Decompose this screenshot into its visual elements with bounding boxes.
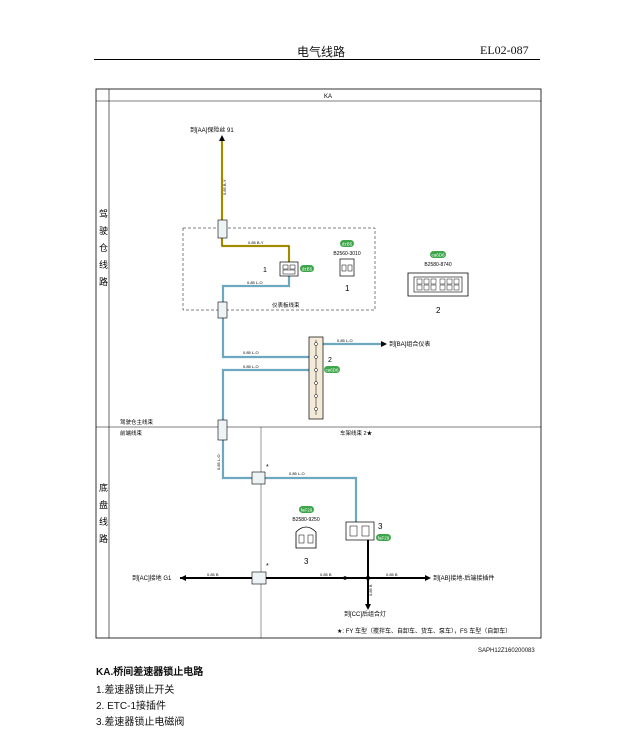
c3-number: 3 <box>304 557 309 566</box>
cab-main-harness-label: 驾驶仓主线束 <box>120 418 154 426</box>
c1-number: 1 <box>345 284 350 293</box>
zone-cab-char-1: 驾 <box>99 209 108 219</box>
c3-badge-bg <box>299 506 314 513</box>
zone-chassis-char-1: 底 <box>99 482 108 493</box>
caption-item-3: 3.差速器锁止电磁阀 <box>96 717 185 728</box>
frame-star-mark: * <box>266 464 269 471</box>
zone-cab-char-3: 仓 <box>99 242 108 253</box>
zone-label-chassis: 底 盘 线 路 <box>99 482 111 544</box>
etc1-badge: ca6D6 <box>325 368 339 373</box>
ground-star-mark: * <box>266 563 269 570</box>
figure-code: SAPH12Z160200083 <box>478 648 535 654</box>
caption-title: KA.桥间差速器锁止电路 <box>96 667 204 678</box>
diff-lock-switch <box>279 261 299 277</box>
c2-connector-face-icon <box>407 272 469 297</box>
wire-labels: 0.85 B-Y 0.85 B-Y 0.85 L-O 0.85 L-O 0.85… <box>207 179 398 596</box>
rear-ground-arrow-icon <box>425 575 431 581</box>
switch-badge-bg <box>300 265 314 272</box>
yellow-wire-outline <box>221 141 290 262</box>
zone-label-cab: 驾 驶 仓 线 路 <box>99 209 111 287</box>
rear-lamp-arrow-icon <box>365 604 371 610</box>
ref-rear-lamp: 到[CC]后组合灯 <box>344 610 386 618</box>
c2-number: 2 <box>436 306 441 315</box>
vehicle-note: ★: FY 车型（搅拌车、自卸车、货车、泵车），FS 车型（自卸车） <box>337 627 511 635</box>
g1-arrow-icon <box>180 575 186 581</box>
c3-connector-face-icon <box>295 526 317 549</box>
wire-label-gnd-d: 0.85 B <box>368 584 373 596</box>
wire-label-gnd-a: 0.85 B <box>207 572 219 577</box>
zone-chassis-char-3: 线 <box>99 516 108 527</box>
zone-cab-char-2: 驶 <box>99 225 108 236</box>
solenoid-badge: faF29 <box>378 536 390 541</box>
c1-badge: dzB5 <box>342 242 353 247</box>
page-code: EL02-087 <box>480 43 529 57</box>
inline-connector-dash <box>217 301 228 319</box>
c2-badge: ca6D6 <box>431 253 445 258</box>
wire-label-gnd-c: 0.85 B <box>386 572 398 577</box>
valve-feed-wire <box>265 476 358 522</box>
zone-chassis-char-4: 路 <box>99 533 108 544</box>
c1-connector-face-icon <box>339 258 355 277</box>
switch-badge: dzB5 <box>302 267 313 272</box>
ref-cluster: 到[BA]组合仪表 <box>389 340 430 348</box>
caption-item-2: 2. ETC-1接插件 <box>96 701 167 712</box>
caption-item-1: 1.差速器锁止开关 <box>96 685 175 696</box>
wire-label-cluster: 0.85 L-O <box>337 338 353 343</box>
frame-harness-label: 车架线束 2★ <box>340 429 373 437</box>
solenoid-number: 3 <box>378 522 383 531</box>
inline-connector-front <box>217 419 228 441</box>
wire-label-fuse: 0.85 B-Y <box>222 179 227 195</box>
wire-label-etc-out: 0.85 L-O <box>243 364 259 369</box>
wire-label-valve: 0.85 L-O <box>289 471 305 476</box>
dashboard-harness-label: 仪表板线束 <box>272 301 300 309</box>
c1-part: B2560-3010 <box>333 251 360 257</box>
solenoid-badge-bg <box>376 534 391 541</box>
zone-cab-char-4: 线 <box>99 259 108 270</box>
c3-badge: faF29 <box>301 508 313 513</box>
wire-label-switch-in: 0.85 B-Y <box>248 240 264 245</box>
zone-chassis-char-2: 盘 <box>99 499 108 510</box>
dashboard-harness-box <box>182 227 376 311</box>
diff-lock-solenoid <box>345 521 375 541</box>
wire-label-etc-in: 0.85 L-O <box>243 350 259 355</box>
header-title: 电气线路 <box>297 45 346 59</box>
etc1-number: 2 <box>328 357 332 364</box>
etc-out-wire <box>221 368 309 420</box>
c1-badge-bg <box>340 240 354 247</box>
c3-part: B2580-9250 <box>292 517 319 523</box>
ground-splice <box>366 576 370 580</box>
diagram-frame <box>95 88 542 639</box>
etc1-connector <box>308 336 324 420</box>
wire-label-switch-out: 0.85 L-O <box>247 280 263 285</box>
header-rule <box>94 59 540 60</box>
fuse-arrow-icon <box>219 135 225 141</box>
ref-ground-g1: 到[AC]接地 G1 <box>132 574 172 582</box>
ref-rear-ground: 到[AB]接地-后端接插件 <box>433 574 494 582</box>
panel-title: KA <box>324 94 332 100</box>
ref-fuse: 到[AA]保险丝 91 <box>190 126 234 134</box>
inline-connector-ground <box>251 571 267 585</box>
inline-connector-fuse <box>217 219 228 239</box>
switch-out-wire <box>221 276 291 302</box>
c2-badge-bg <box>430 251 446 258</box>
inline-connector-frame <box>251 471 266 485</box>
etc1-badge-bg <box>324 366 340 373</box>
zone-cab-char-5: 路 <box>99 276 108 287</box>
ground-splice-2 <box>343 576 347 580</box>
wire-label-gnd-b: 0.85 B <box>320 572 332 577</box>
frame-feed-wire <box>221 440 252 480</box>
front-end-harness-label: 前端线束 <box>120 429 143 437</box>
etc-in-wire <box>221 318 309 359</box>
wire-label-frame: 0.85 L-O <box>216 454 221 470</box>
switch-number: 1 <box>263 267 267 274</box>
cluster-arrow-icon <box>381 341 387 347</box>
c2-part: B2580-8740 <box>424 262 451 268</box>
blue-wires <box>221 276 381 522</box>
